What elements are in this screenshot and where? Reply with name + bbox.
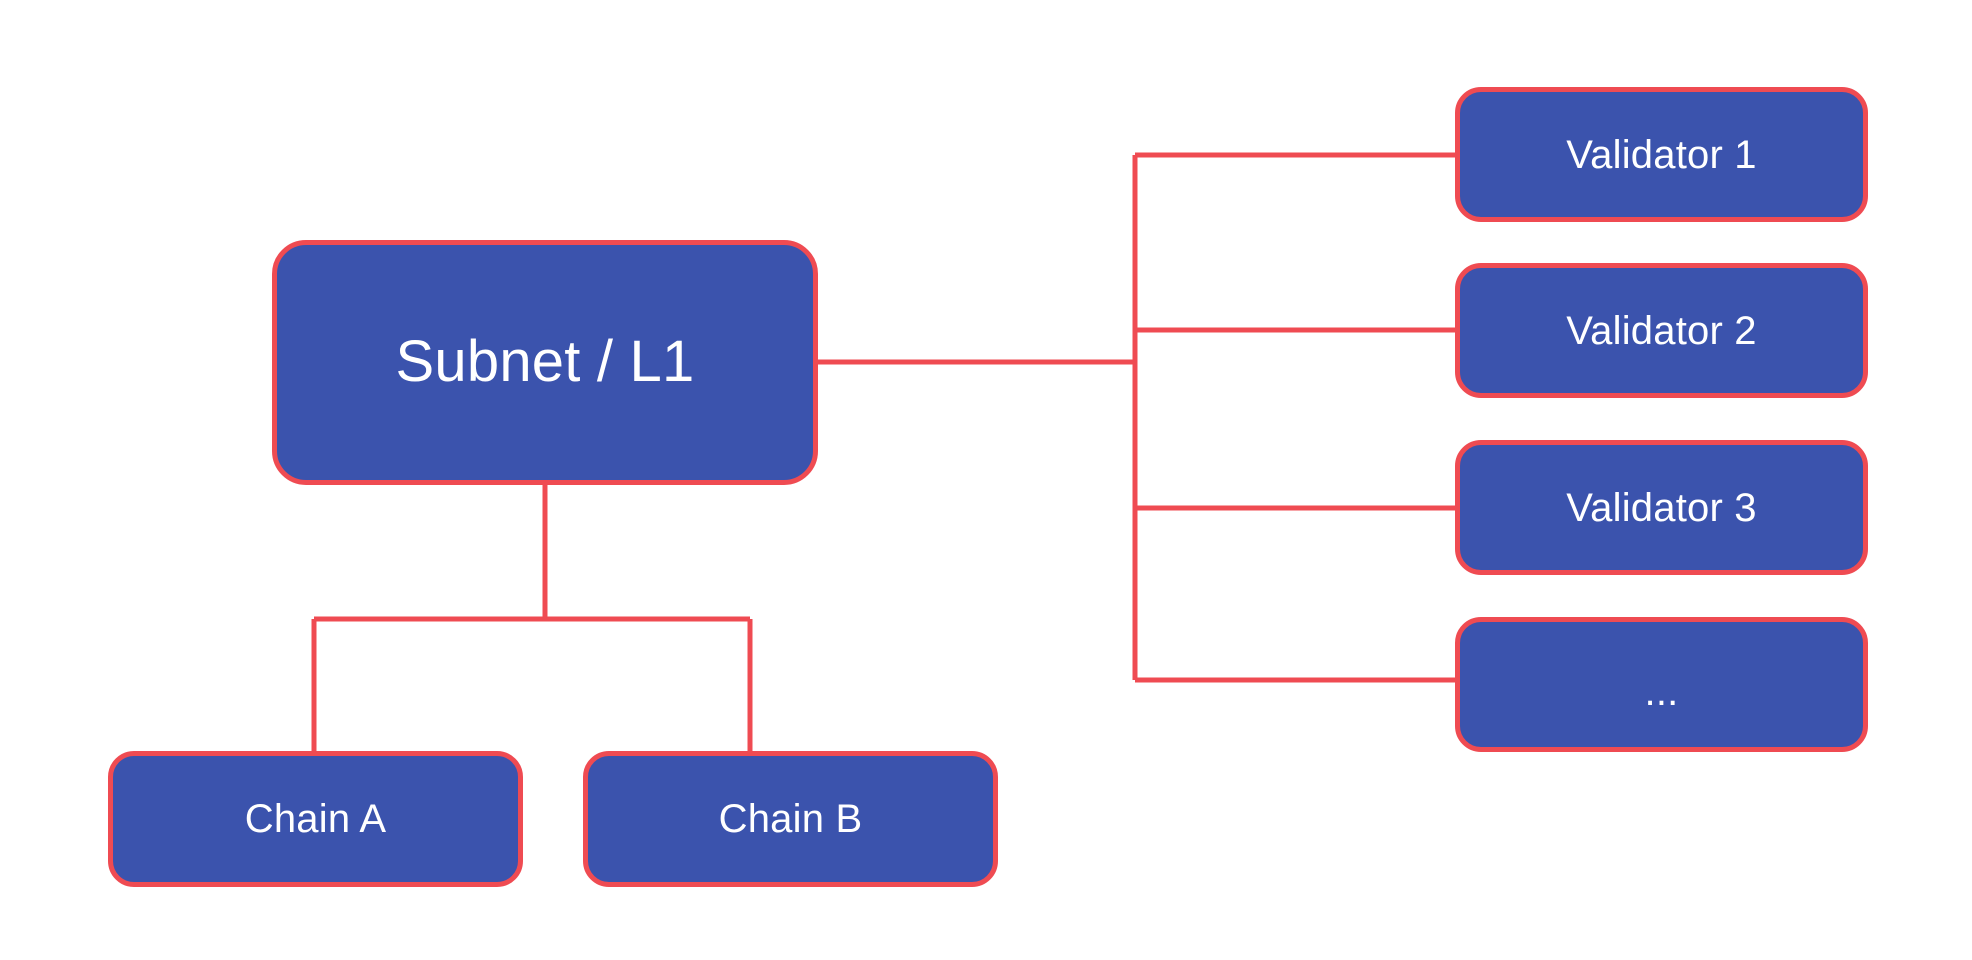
node-validator-1-label: Validator 1 — [1566, 132, 1757, 177]
node-validator-3-label: Validator 3 — [1566, 485, 1757, 530]
node-chain-b[interactable]: Chain B — [583, 751, 998, 887]
node-subnet-l1[interactable]: Subnet / L1 — [272, 240, 818, 485]
node-subnet-l1-label: Subnet / L1 — [395, 329, 695, 395]
node-chain-b-label: Chain B — [718, 797, 863, 841]
node-validator-2[interactable]: Validator 2 — [1455, 263, 1868, 398]
node-validator-1[interactable]: Validator 1 — [1455, 87, 1868, 222]
node-more-validators-label: ... — [1644, 669, 1679, 714]
node-validator-3[interactable]: Validator 3 — [1455, 440, 1868, 575]
node-more-validators[interactable]: ... — [1455, 617, 1868, 752]
node-chain-a[interactable]: Chain A — [108, 751, 523, 887]
node-validator-2-label: Validator 2 — [1566, 308, 1757, 353]
node-chain-a-label: Chain A — [244, 797, 387, 841]
